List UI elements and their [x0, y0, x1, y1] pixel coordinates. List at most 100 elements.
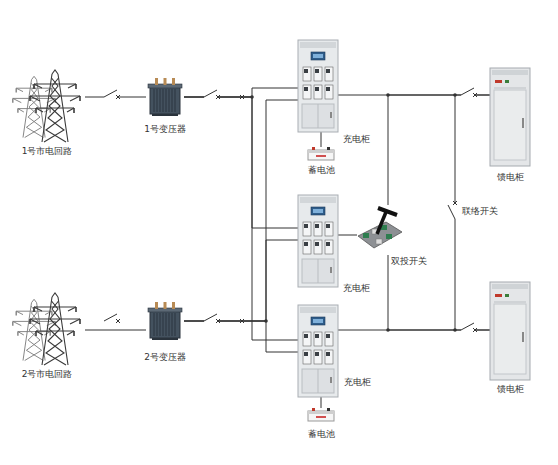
- isolating-switch-symbols: [116, 319, 120, 323]
- isolating-switch-symbols: [104, 88, 477, 333]
- node-label: 2号市电回路: [22, 369, 73, 380]
- power-wire: [184, 97, 298, 340]
- isolating-switch-symbols: [452, 203, 458, 219]
- isolating-switch-symbols: [461, 88, 474, 95]
- isolating-switch-symbols: [448, 205, 455, 219]
- power-wire: [338, 235, 357, 236]
- power-wire: [85, 97, 146, 98]
- power-wire: [338, 95, 490, 96]
- node-label: 充电柜: [343, 134, 370, 145]
- isolating-switch-symbols: [104, 314, 117, 321]
- transformer-node: 1号变压器: [146, 78, 184, 116]
- junction-dots: [386, 93, 390, 97]
- node-label: 蓄电池: [308, 429, 335, 440]
- power-wire: [388, 255, 490, 330]
- transformers: [148, 78, 182, 116]
- double-throw-switch: [378, 208, 397, 215]
- power-wire: [85, 330, 146, 331]
- isolating-switch-symbols: [473, 328, 477, 332]
- junction-dots: [250, 93, 457, 332]
- isolating-switch-symbols: [240, 319, 244, 323]
- isolating-switch-symbols: [461, 323, 474, 330]
- isolating-switch-symbols: [104, 94, 118, 100]
- junction-dots: [250, 95, 254, 99]
- charging-cabinet-node: 充电柜: [298, 40, 338, 132]
- tie-bus-line: [455, 95, 456, 330]
- isolating-switch-symbols: [240, 95, 244, 99]
- pylon-pair-2: [13, 299, 56, 360]
- isolating-switch-symbols: [104, 90, 117, 97]
- power-wire: [321, 132, 322, 147]
- power-wire: [184, 321, 298, 352]
- feeder-cabinets: [490, 68, 530, 380]
- charging-cabinet-node: 充电柜: [298, 305, 338, 397]
- isolating-switch-symbols: [473, 93, 477, 97]
- double-throw-switch-node: 双投开关: [357, 205, 402, 255]
- node-label: 馈电柜: [497, 172, 524, 183]
- isolating-switch-symbols: [116, 95, 120, 99]
- power-wire: [184, 100, 298, 321]
- power-line-node: 2号市电回路: [20, 295, 85, 365]
- feeder-cabinets: [490, 68, 530, 166]
- feeder-cabinets: [490, 282, 530, 380]
- isolating-switch-symbols: [204, 318, 218, 324]
- charging-cabinets: [298, 40, 338, 132]
- power-wire: [338, 330, 490, 331]
- pylon-pair-2: [30, 293, 80, 365]
- batteries: [308, 147, 334, 160]
- charging-cabinet-node: 充电柜: [298, 195, 338, 287]
- charging-cabinets: [298, 195, 338, 287]
- power-wire: [184, 88, 298, 97]
- node-label: 充电柜: [343, 283, 370, 294]
- battery-node: 蓄电池: [308, 147, 334, 160]
- isolating-switch-symbols: [461, 92, 475, 98]
- batteries: [308, 147, 334, 421]
- isolating-switch-symbols: [204, 94, 218, 100]
- double-throw-switch: [363, 233, 369, 238]
- isolating-switch-symbols: [204, 314, 217, 321]
- transformer-node: 2号变压器: [146, 302, 184, 340]
- isolating-switch-symbols: [453, 201, 457, 205]
- junction-dots: [386, 328, 390, 332]
- power-wire: [184, 240, 298, 321]
- transformers: [148, 302, 182, 340]
- double-throw-switch: [377, 212, 386, 234]
- switch-label: 联络开关: [462, 206, 498, 217]
- double-throw-switch: [358, 208, 402, 248]
- pylon-pair-1: [13, 76, 56, 137]
- node-label: 1号变压器: [144, 124, 186, 135]
- pylon-pair-1: [13, 76, 56, 137]
- double-throw-switch: [376, 239, 382, 244]
- node-label: 1号市电回路: [22, 146, 73, 157]
- isolating-switch-symbols: [216, 319, 220, 323]
- double-throw-switch: [386, 234, 392, 239]
- node-label: 充电柜: [344, 377, 371, 388]
- junction-dots: [453, 93, 457, 97]
- isolating-switch-symbols: [204, 90, 217, 97]
- power-wire: [321, 397, 322, 408]
- power-line-node: 1号市电回路: [20, 72, 85, 142]
- charging-cabinets: [298, 305, 338, 397]
- double-throw-switch: [372, 229, 378, 234]
- double-throw-switch: [381, 225, 387, 230]
- pylon-pair-2: [13, 299, 56, 360]
- batteries: [308, 408, 334, 421]
- junction-dots: [453, 328, 457, 332]
- node-label: 蓄电池: [308, 165, 335, 176]
- charging-cabinets: [298, 40, 338, 397]
- transformers: [148, 78, 182, 340]
- tie-bus-line: [455, 95, 456, 330]
- pylon-pair-1: [13, 70, 80, 142]
- battery-node: 蓄电池: [308, 408, 334, 421]
- node-label: 馈电柜: [497, 384, 524, 395]
- node-label: 2号变压器: [144, 352, 186, 363]
- power-wire: [184, 97, 298, 228]
- power-wire: [388, 95, 490, 205]
- isolating-switch-symbols: [216, 95, 220, 99]
- feeder-cabinet-node: 馈电柜: [490, 68, 530, 166]
- feeder-cabinet-node: 馈电柜: [490, 282, 530, 380]
- double-throw-switch: [358, 222, 402, 248]
